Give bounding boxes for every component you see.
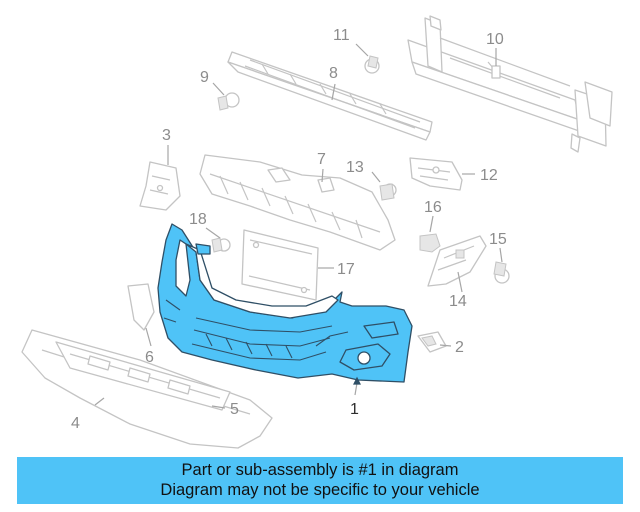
fastener-16 (419, 233, 441, 253)
fastener-11 (364, 55, 380, 74)
info-banner: Part or sub-assembly is #1 in diagram Di… (17, 457, 623, 504)
fastener-13 (379, 183, 397, 201)
callout-9: 9 (200, 69, 209, 86)
fastener-18 (211, 237, 231, 253)
part-7-impact-absorber (199, 154, 396, 251)
part-2-bracket (417, 331, 447, 353)
callout-1: 1 (350, 401, 359, 418)
callout-2: 2 (455, 339, 464, 356)
callout-15: 15 (489, 231, 507, 248)
part-3-bracket (139, 161, 181, 211)
callout-11: 11 (333, 27, 350, 44)
banner-line-2: Diagram may not be specific to your vehi… (160, 481, 480, 499)
callout-10: 10 (486, 31, 504, 48)
fastener-15 (493, 261, 510, 284)
callout-14: 14 (449, 293, 467, 310)
parts-diagram: 1 2 3 4 5 6 7 8 9 10 11 12 13 14 15 16 1… (21, 15, 613, 449)
banner-line-1: Part or sub-assembly is #1 in diagram (181, 461, 459, 479)
callout-4: 4 (71, 415, 80, 432)
callout-6: 6 (145, 349, 154, 366)
callout-16: 16 (424, 199, 442, 216)
callout-13: 13 (346, 159, 364, 176)
part-6-tow-cover (127, 283, 155, 331)
callout-12: 12 (480, 167, 498, 184)
part-5-lower-grille (55, 341, 231, 411)
part-10-reinforcement-bar (407, 15, 613, 153)
callout-17: 17 (337, 261, 355, 278)
part-17-license-plate-bracket (241, 229, 319, 301)
callout-7: 7 (317, 151, 326, 168)
callout-18: 18 (189, 211, 207, 228)
callout-5: 5 (230, 401, 239, 418)
fastener-9 (217, 92, 240, 111)
callout-3: 3 (162, 127, 171, 144)
part-14-bracket (427, 235, 487, 287)
callouts: 1 2 3 4 5 6 7 8 9 10 11 12 13 14 15 16 1… (71, 27, 507, 432)
callout-8: 8 (329, 65, 338, 82)
part-1-bumper-cover[interactable] (157, 223, 413, 383)
part-12-bracket (409, 157, 463, 191)
part-8-absorber (227, 51, 433, 141)
leader-lines (94, 43, 503, 409)
